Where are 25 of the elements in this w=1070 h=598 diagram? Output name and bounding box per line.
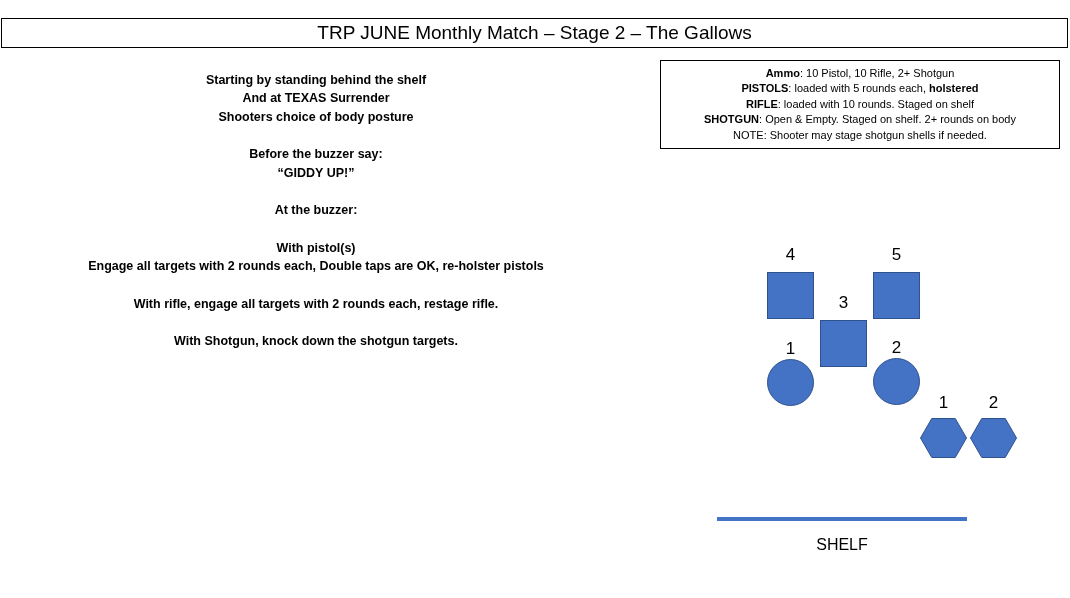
instruction-text: With pistol(s) [276,240,356,256]
rule-text: RIFLE: loaded with 10 rounds. Staged on shelf [745,96,975,112]
target-number: 2 [891,339,902,357]
instruction-text: And at TEXAS Surrender [242,90,390,106]
target-number: 5 [891,246,902,264]
shelf-label: SHELF [816,536,868,554]
page-title: TRP JUNE Monthly Match – Stage 2 – The Gallows [1,18,1068,48]
instruction-text: Engage all targets with 2 rounds each, Double taps are OK, re-holster pistols [88,258,544,274]
target-number: 1 [785,340,796,358]
rule-text: SHOTGUN: Open & Empty. Staged on shelf. 2+ rounds on body [704,112,1016,128]
instruction-text: With Shotgun, knock down the shotgun targets. [174,333,458,349]
target-number: 3 [838,294,849,312]
target-number: 1 [938,394,949,412]
instruction-text: Shooters choice of body posture [218,109,414,125]
instruction-text: At the buzzer: [274,202,358,218]
info-panel [660,60,1060,149]
instruction-text: “GIDDY UP!” [277,165,355,181]
rule-text: PISTOLS: loaded with 5 rounds each, holstered [741,81,979,97]
instruction-text: With rifle, engage all targets with 2 rounds each, restage rifle. [133,296,499,312]
instruction-text: Starting by standing behind the shelf [205,72,427,88]
target-number: 2 [988,394,999,412]
target-number: 4 [785,246,796,264]
instruction-text: Before the buzzer say: [249,146,383,162]
rule-text: NOTE: Shooter may stage shotgun shells if needed. [733,127,987,143]
rule-text: Ammo: 10 Pistol, 10 Rifle, 2+ Shotgun [765,65,955,81]
